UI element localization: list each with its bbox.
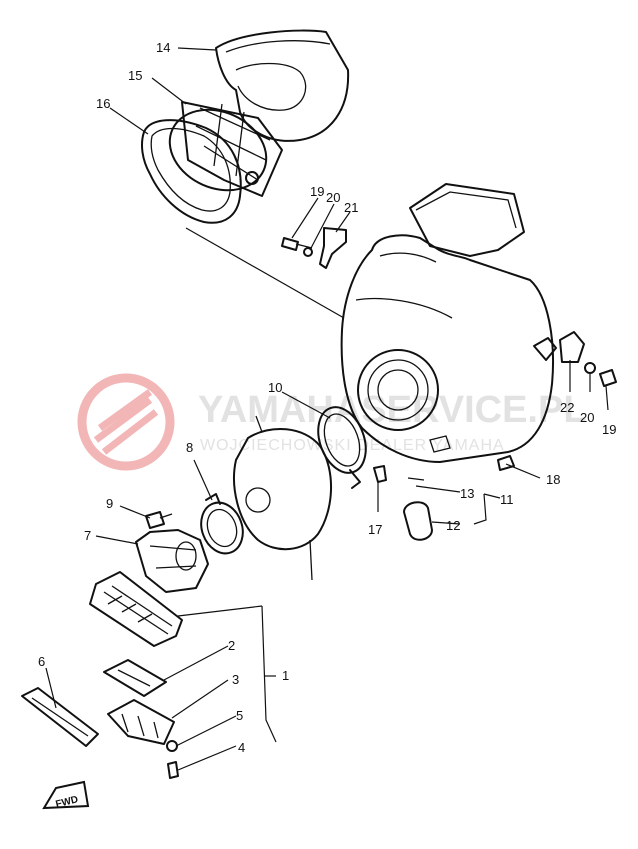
parts-22-20-19-right: [559, 331, 617, 387]
part-8-clamp: [200, 493, 244, 555]
part-12-breather-tube: [403, 477, 433, 541]
part-16-gasket: [141, 119, 242, 224]
part-9-bolt: [145, 511, 173, 529]
parts-19-20-21-upper: [281, 227, 347, 269]
callout-21: 21: [344, 200, 358, 215]
watermark: YAMAHASERVICE.PL WOJCIECHOWSKI DEALER YA…: [77, 373, 587, 471]
leader-lines: [45, 47, 609, 771]
forward-marker-label: FWD: [55, 794, 80, 810]
forward-arrow-icon: FWD: [42, 780, 90, 810]
part-2-reed-petal: [103, 659, 167, 697]
reed-valve-assembly: [89, 571, 183, 647]
intake-boot: [233, 415, 332, 581]
callout-14: 14: [156, 40, 170, 55]
callout-11: 11: [500, 492, 514, 507]
part-14-filter-cap: [215, 29, 350, 142]
part-3-reed-stopper: [107, 699, 175, 745]
callout-12: 12: [446, 518, 460, 533]
callout-5: 5: [236, 708, 243, 723]
callout-6: 6: [38, 654, 45, 669]
callout-7: 7: [84, 528, 91, 543]
watermark-subtitle: WOJCIECHOWSKI DEALER YAMAHA: [200, 437, 505, 454]
callout-15: 15: [128, 68, 142, 83]
callout-2: 2: [228, 638, 235, 653]
callout-19-upper: 19: [310, 184, 324, 199]
part-15-filter-cage: [168, 101, 283, 197]
callout-18: 18: [546, 472, 560, 487]
callout-labels: 14 15 16 19 20 21 22 20 19 10 18 17 13 1…: [38, 40, 616, 755]
callout-19-right: 19: [602, 422, 616, 437]
part-6-base-gasket: [21, 687, 99, 747]
airbox-assembly: [340, 183, 557, 471]
callout-3: 3: [232, 672, 239, 687]
callout-17: 17: [368, 522, 382, 537]
parts-4-5-fasteners: [166, 740, 179, 779]
part-7-carb-manifold: [135, 529, 209, 593]
callout-9: 9: [106, 496, 113, 511]
callout-16: 16: [96, 96, 110, 111]
callout-8: 8: [186, 440, 193, 455]
part-17-clip: [373, 465, 387, 483]
callout-22: 22: [560, 400, 574, 415]
callout-20-right: 20: [580, 410, 594, 425]
callout-20-upper: 20: [326, 190, 340, 205]
callout-1: 1: [282, 668, 289, 683]
callout-13: 13: [460, 486, 474, 501]
callout-4: 4: [238, 740, 245, 755]
callout-10: 10: [268, 380, 282, 395]
watermark-title: YAMAHASERVICE.PL: [198, 389, 587, 431]
watermark-logo: [77, 373, 175, 471]
